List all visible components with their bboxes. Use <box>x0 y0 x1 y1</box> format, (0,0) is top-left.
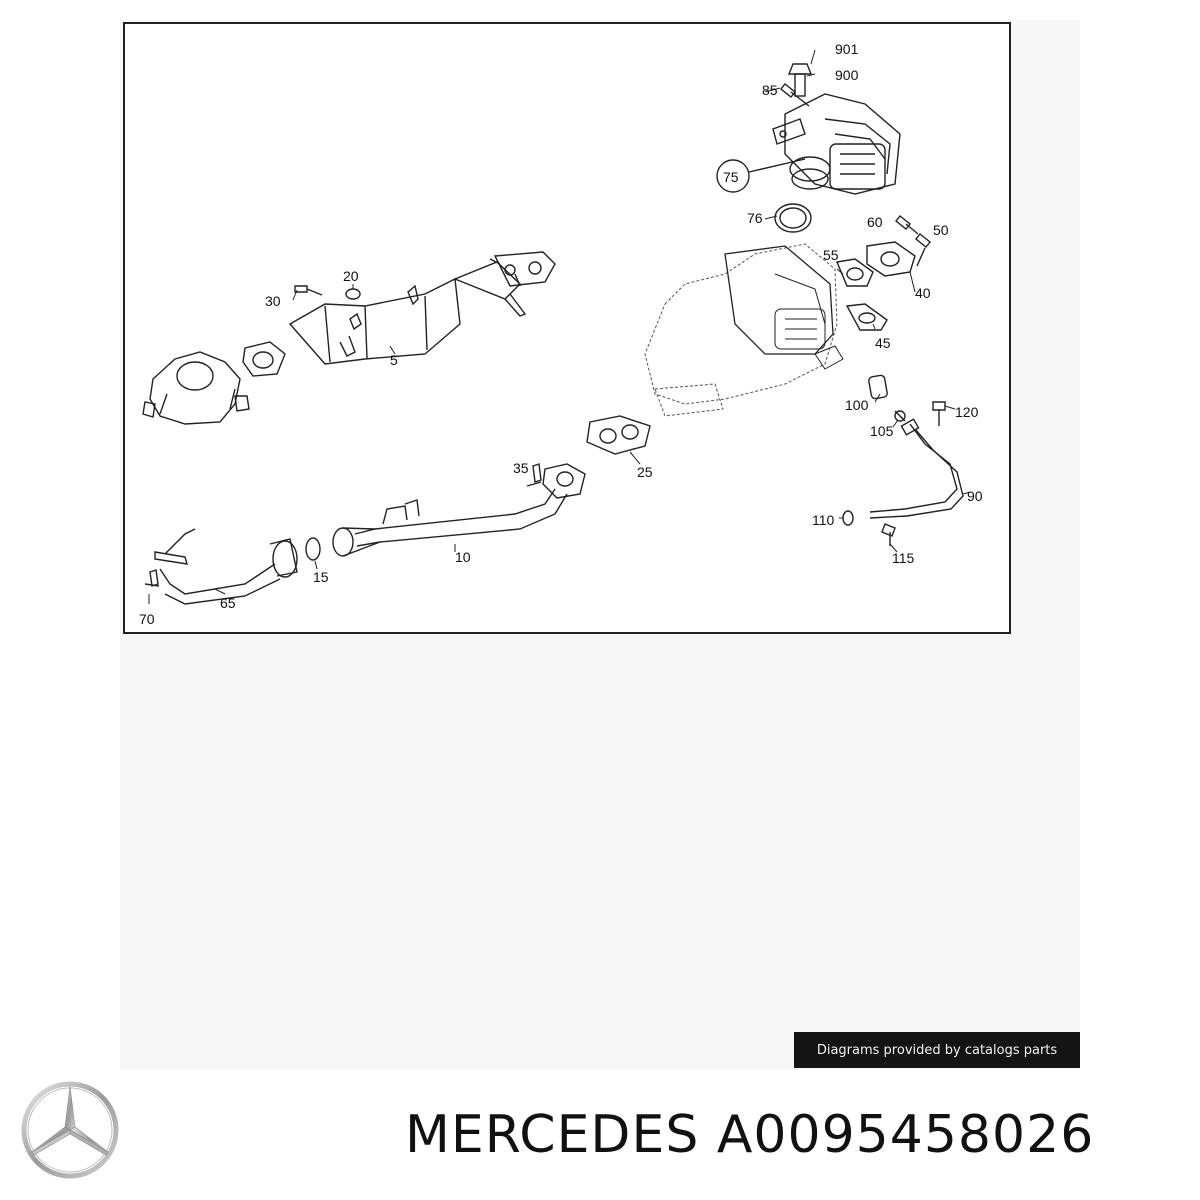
callout-75: 75 <box>723 169 739 185</box>
part-title: MERCEDES A0095458026 <box>405 1105 1095 1165</box>
callout-100: 100 <box>845 397 869 413</box>
callout-45: 45 <box>875 335 891 351</box>
callout-120: 120 <box>955 404 979 420</box>
callout-20: 20 <box>343 268 359 284</box>
egr-pipe-main <box>332 463 586 557</box>
egr-cooler <box>242 251 556 377</box>
callout-10: 10 <box>455 549 471 565</box>
mercedes-star-icon <box>20 1080 120 1180</box>
intake-flange <box>142 351 250 425</box>
callout-901: 901 <box>835 41 859 57</box>
callout-25: 25 <box>637 464 653 480</box>
callout-900: 900 <box>835 67 859 83</box>
callout-70: 70 <box>139 611 155 627</box>
egr-pipe-lower <box>154 528 298 605</box>
return-line <box>869 418 964 519</box>
diagram-credit-text: Diagrams provided by catalogs parts <box>816 1042 1058 1058</box>
callout-50: 50 <box>933 222 949 238</box>
callout-90: 90 <box>967 488 983 504</box>
parts-diagram: 901 900 85 75 76 60 50 55 40 45 20 30 5 … <box>123 22 1011 634</box>
callout-110: 110 <box>812 512 835 528</box>
callout-76: 76 <box>747 210 763 226</box>
callout-35: 35 <box>513 460 529 476</box>
egr-cooler-housing <box>644 243 844 417</box>
callout-55: 55 <box>823 247 839 263</box>
callout-60: 60 <box>867 214 883 230</box>
diagram-credit-badge: Diagrams provided by catalogs parts <box>794 1032 1080 1068</box>
callout-30: 30 <box>265 293 281 309</box>
callout-85: 85 <box>762 82 778 98</box>
callout-105: 105 <box>870 423 894 439</box>
callout-15: 15 <box>313 569 329 585</box>
callout-65: 65 <box>220 595 236 611</box>
egr-valve <box>772 63 901 195</box>
callout-115: 115 <box>892 550 915 566</box>
parts-diagram-drawing: 901 900 85 75 76 60 50 55 40 45 20 30 5 … <box>139 41 983 627</box>
callout-40: 40 <box>915 285 931 301</box>
callout-5: 5 <box>390 352 398 368</box>
